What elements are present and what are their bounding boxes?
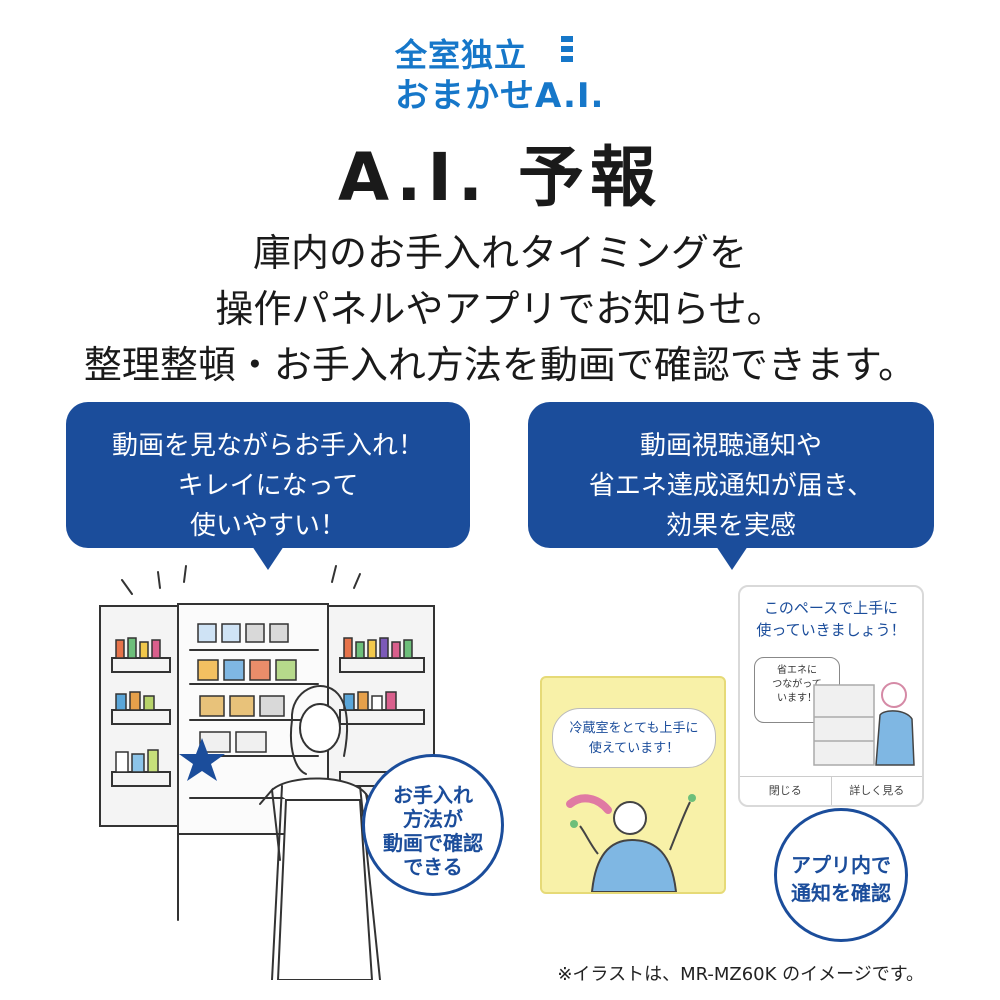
app-heading-line-1: このペースで上手に [763,599,899,617]
footnote: ※イラストは、MR-MZ60K のイメージです。 [557,964,924,985]
inner-bubble-line-3: います！ [777,693,817,704]
left-speech-bubble: 動画を見ながらお手入れ！ キレイになって 使いやすい！ [66,402,470,570]
close-button[interactable]: 閉じる [740,777,832,805]
praise-notification-card: 冷蔵室をとても上手に 使えています！ [540,676,726,894]
right-bubble-line-2: 省エネ達成通知が届き、 [588,471,874,501]
praise-line-1: 冷蔵室をとても上手に [569,721,699,736]
app-heading-line-2: 使っていきましょう！ [756,621,906,639]
left-bubble-line-3: 使いやすい！ [189,511,346,541]
logo-line2: おまかせA.I. [395,76,605,116]
cheering-woman-illustration [566,794,696,892]
description-line-1: 庫内のお手入れタイミングを [252,231,747,275]
logo-bars-icon [561,36,573,62]
care-note-line-1: お手入れ [393,783,473,807]
app-note-line-1: アプリ内で [791,853,891,877]
app-card-heading: このペースで上手に 使っていきましょう！ [740,597,922,641]
brand-logo: 全室独立 おまかせA.I. [395,30,615,116]
app-note-line-2: 通知を確認 [791,881,891,905]
description-line-2: 操作パネルやアプリでお知らせ。 [215,287,785,331]
praise-line-2: 使えています！ [588,741,680,756]
left-bubble-line-1: 動画を見ながらお手入れ！ [111,431,424,461]
details-button[interactable]: 詳しく見る [849,784,905,797]
logo-line1: 全室独立 [395,36,528,74]
page-title: A.I. 予報 [338,139,662,216]
app-notice-note: アプリ内で 通知を確認 [774,808,908,942]
right-speech-bubble: 動画視聴通知や 省エネ達成通知が届き、 効果を実感 [528,402,934,570]
care-note-line-3: 動画で確認 [383,831,483,855]
description-line-3: 整理整頓・お手入れ方法を動画で確認できます。 [83,343,917,387]
woman-illustration [259,685,381,980]
care-note-line-4: できる [403,855,463,879]
praise-bubble: 冷蔵室をとても上手に 使えています！ [552,708,716,768]
inner-bubble-line-2: つながって [772,679,822,690]
right-bubble-line-3: 効果を実感 [665,511,796,541]
care-note-line-2: 方法が [403,807,463,831]
app-illustration [813,682,915,766]
app-notification-card: このペースで上手に 使っていきましょう！ 省エネに つながって います！ 閉じる… [738,585,924,807]
right-bubble-line-1: 動画視聴通知や [639,431,822,461]
care-video-note: お手入れ 方法が 動画で確認 できる [362,754,504,896]
inner-bubble-line-1: 省エネに [777,665,817,676]
refrigerator-illustration [99,565,435,980]
right-bubble-tail [716,546,748,570]
left-bubble-line-2: キレイになって [177,471,359,501]
star-icon [179,738,225,781]
left-bubble-tail [252,546,284,570]
